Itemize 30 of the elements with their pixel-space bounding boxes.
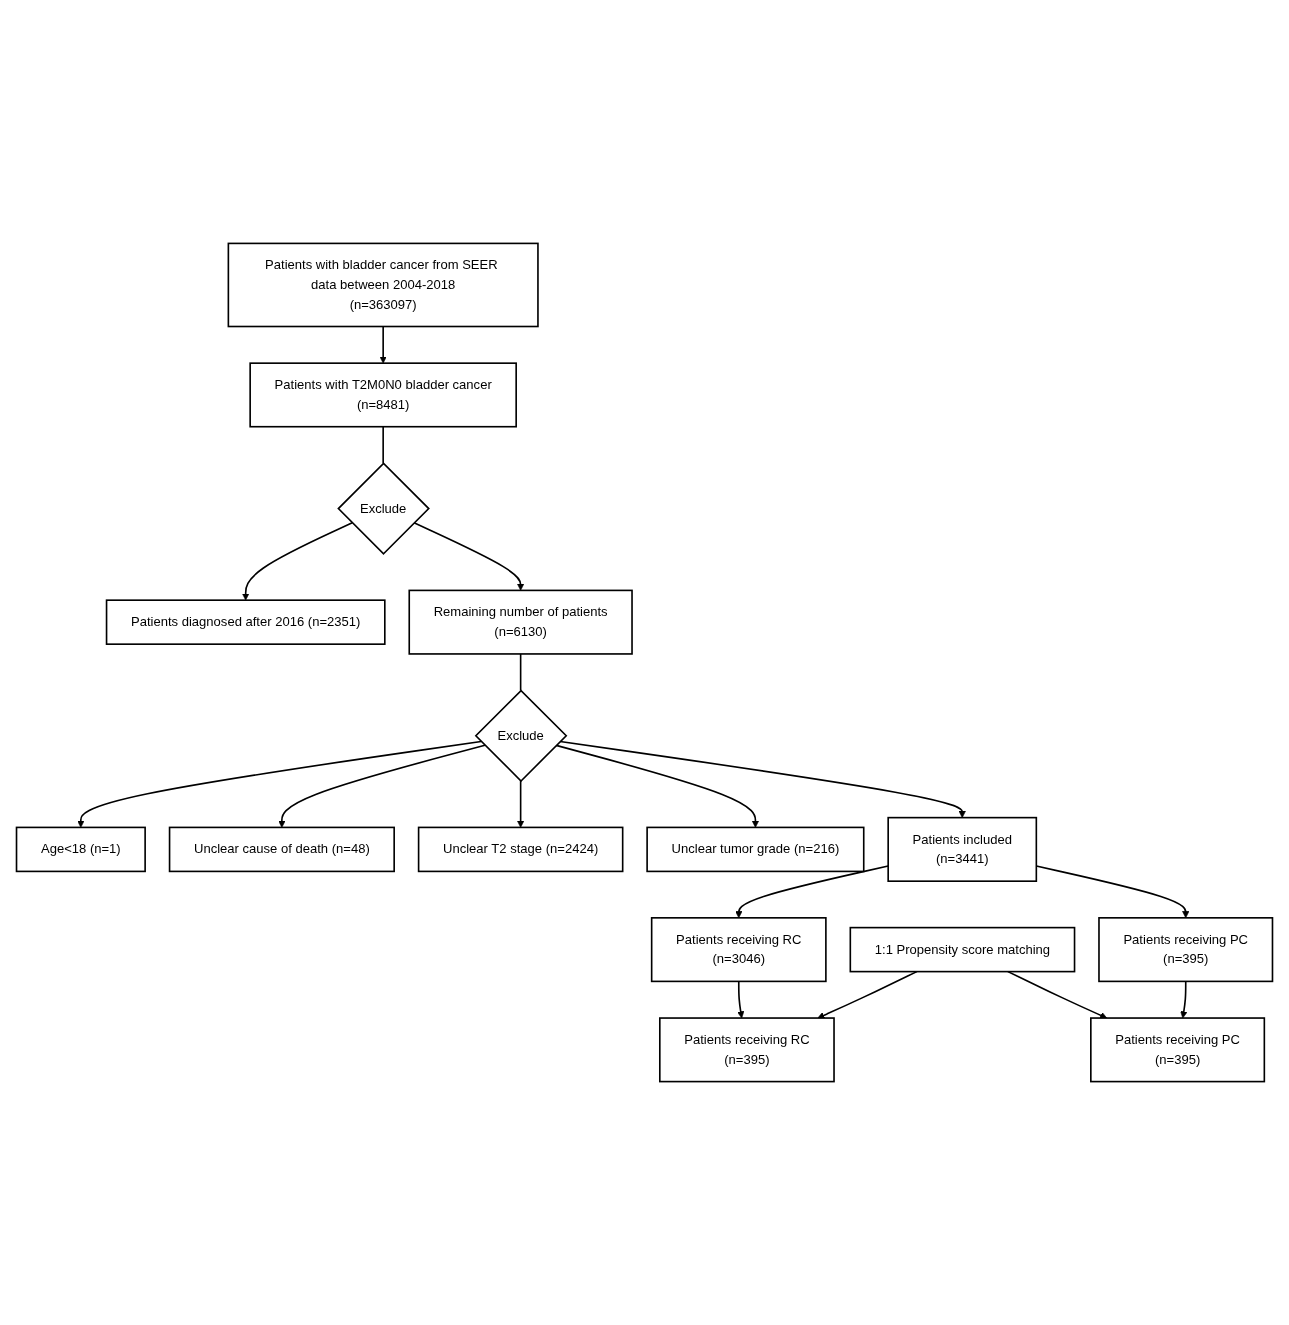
arrow [1007, 970, 1108, 1019]
arrow [817, 970, 918, 1019]
arrow [737, 980, 745, 1019]
arrow [379, 325, 387, 364]
arrow [735, 865, 889, 919]
node-box: Unclear tumor grade (n=216) [646, 826, 865, 873]
node-box: Patients diagnosed after 2016 (n=2351) [105, 599, 386, 645]
node-diamond: Exclude [337, 462, 430, 555]
arrow [517, 780, 525, 828]
node-box: Age<18 (n=1) [15, 826, 146, 873]
arrow [555, 744, 759, 828]
node-box: Patients receiving RC (n=3046) [650, 917, 827, 983]
node-box: Patients with T2M0N0 bladder cancer (n=8481) [249, 362, 517, 428]
arrow [559, 740, 966, 818]
node-box: Unclear T2 stage (n=2424) [417, 826, 624, 873]
arrow [242, 522, 354, 601]
node-box: Remaining number of patients (n=6130) [408, 589, 633, 655]
arrow [278, 744, 486, 828]
connector [519, 653, 522, 692]
node-box: 1:1 Propensity score matching [849, 926, 1076, 973]
node-box: Patients receiving PC (n=395) [1090, 1017, 1266, 1083]
arrow [1180, 980, 1188, 1019]
node-box: Patients included (n=3441) [887, 816, 1038, 882]
arrow [77, 740, 482, 828]
node-diamond: Exclude [474, 689, 568, 783]
connector [382, 425, 384, 465]
node-box: Patients receiving RC (n=395) [659, 1017, 835, 1083]
node-box: Patients with bladder cancer from SEER data between 2004-2018 (n=363097) [227, 242, 539, 328]
node-box: Unclear cause of death (n=48) [168, 826, 395, 873]
node-box: Patients receiving PC (n=395) [1098, 917, 1274, 983]
